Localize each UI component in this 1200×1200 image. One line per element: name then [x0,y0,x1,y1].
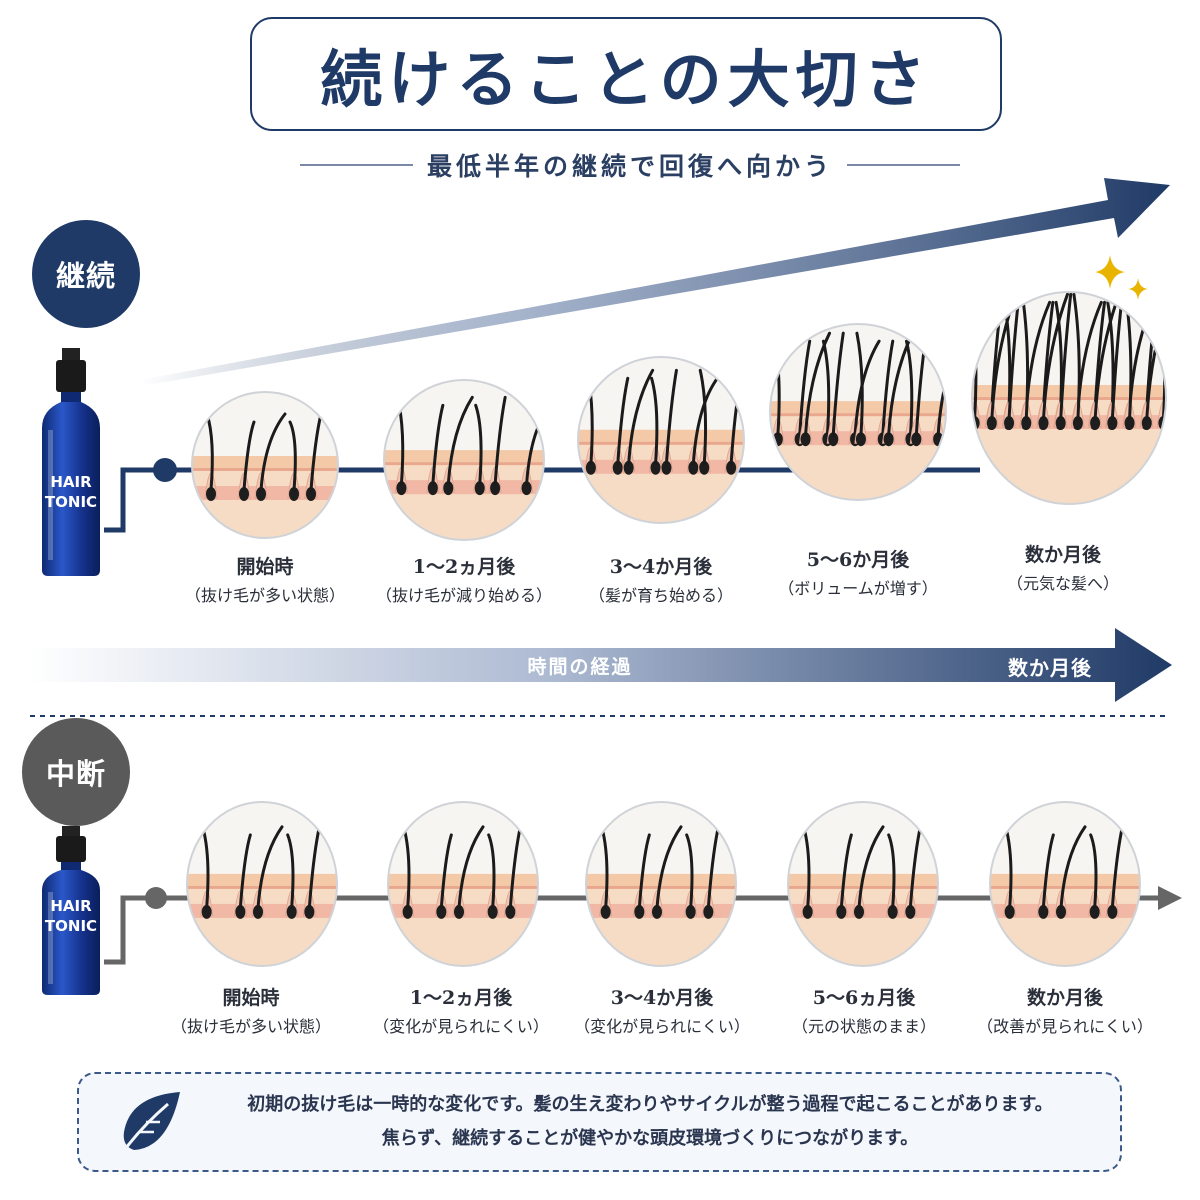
subtitle-rule-right [847,164,961,166]
subtitle-rule-left [300,164,413,166]
stage-title: 5〜6ヵ月後 [812,987,916,1009]
stage-title: 3〜4か月後 [610,987,714,1009]
leaf-icon [118,1092,180,1157]
stage-title: 数か月後 [1026,987,1103,1009]
scalp-illustration [387,801,539,967]
stage-description: （髪が育ち始める） [588,586,733,605]
pause-stage-4-label: 5〜6ヵ月後 （元の状態のまま） [764,986,964,1038]
pause-stage-3-circle [584,800,738,968]
continue-bottle: HAIR TONIC [36,348,106,582]
stage-title: 数か月後 [1024,544,1101,566]
pause-bottle: HAIR TONIC [36,826,106,1000]
stage-description: （抜け毛が減り始める） [375,586,552,605]
scalp-illustration [787,801,939,967]
title-box: 続けることの大切さ [250,17,1002,131]
pause-start-dot [145,887,167,909]
stage-title: 開始時 [236,556,294,578]
scalp-illustration [577,356,745,524]
pause-stage-5-label: 数か月後 （改善が見られにくい） [965,986,1165,1038]
subtitle-text: 最低半年の継続で回復へ向かう [427,152,834,181]
continue-stage-2-label: 1〜2ヵ月後 （抜け毛が減り始める） [364,555,564,607]
stage-description: （変化が見られにくい） [574,1017,750,1036]
stage-description: （ボリュームが増す） [778,579,938,598]
stage-title: 3〜4か月後 [609,556,713,578]
bottle-icon [42,348,100,576]
bottle-label-line2: TONIC [44,493,98,511]
scalp-illustration [769,323,947,501]
stage-description: （元の状態のまま） [791,1017,936,1036]
sparkle-icon [1095,255,1148,300]
continue-stage-3-label: 3〜4か月後 （髪が育ち始める） [561,555,761,607]
stage-title: 1〜2ヵ月後 [412,556,516,578]
continue-badge: 継続 [32,220,140,328]
timeline-label: 時間の経過 [527,656,633,678]
pause-stage-1-circle [185,800,339,968]
note-line-2: 焦らず、継続することが健やかな頭皮環境づくりにつながります。 [381,1128,919,1149]
bottle-icon [42,826,100,995]
pause-stage-3-label: 3〜4か月後 （変化が見られにくい） [562,986,762,1038]
continue-stage-5-label: 数か月後 （元気な髪へ） [963,543,1163,595]
continue-start-dot [153,458,177,482]
continue-stage-1-label: 開始時 （抜け毛が多い状態） [165,555,365,607]
stage-description: （抜け毛が多い状態） [184,586,345,605]
note-text: 初期の抜け毛は一時的な変化です。髪の生え変わりやサイクルが整う過程で起こることが… [200,1088,1100,1156]
pause-stage-1-label: 開始時 （抜け毛が多い状態） [151,986,351,1038]
scalp-illustration [191,391,339,539]
bottle-label: HAIR TONIC [36,896,106,936]
bottle-label-line1: HAIR [50,897,92,915]
continue-stage-4-circle [768,322,948,502]
timeline-end-label: 数か月後 [1008,656,1092,680]
scalp-illustration [585,801,737,967]
pause-stage-4-circle [786,800,940,968]
scalp-illustration [186,801,338,967]
subtitle: 最低半年の継続で回復へ向かう [300,145,961,185]
scalp-illustration [383,379,545,541]
bottle-label-line1: HAIR [50,473,92,491]
bottle-label: HAIR TONIC [36,472,106,512]
pause-stage-2-circle [386,800,540,968]
time-arrow [30,628,1172,702]
note-box [77,1072,1122,1172]
stage-description: （改善が見られにくい） [977,1017,1153,1036]
continue-stage-2-circle [382,378,546,542]
pause-stage-2-label: 1〜2ヵ月後 （変化が見られにくい） [361,986,561,1038]
continue-connector [104,467,162,533]
stage-description: （元気な髪へ） [1006,574,1119,593]
stage-title: 1〜2ヵ月後 [409,987,513,1009]
pause-stage-5-circle [988,800,1142,968]
page-title: 続けることの大切さ [320,43,932,116]
stage-title: 5〜6か月後 [806,549,910,571]
scalp-illustration [989,801,1141,967]
growth-arrow [140,178,1170,385]
stage-description: （抜け毛が多い状態） [170,1017,331,1036]
scalp-illustration [971,291,1167,505]
continue-stage-5-circle [970,290,1168,506]
continue-stage-3-circle [576,355,746,525]
continue-stage-4-label: 5〜6か月後 （ボリュームが増す） [758,548,958,600]
stage-description: （変化が見られにくい） [373,1017,549,1036]
bottle-label-line2: TONIC [44,917,98,935]
pause-connector [104,895,153,965]
note-line-1: 初期の抜け毛は一時的な変化です。髪の生え変わりやサイクルが整う過程で起こることが… [247,1094,1053,1115]
continue-stage-1-circle [190,390,340,540]
pause-badge: 中断 [22,718,130,826]
pause-timeline-arrowhead [1158,886,1182,910]
stage-title: 開始時 [222,987,280,1009]
